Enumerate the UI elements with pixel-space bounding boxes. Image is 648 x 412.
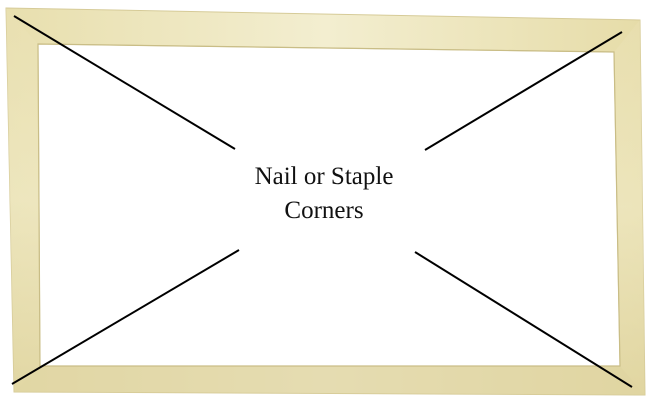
diagonal-line-top-left: [13, 15, 236, 150]
frame-left-side: [6, 8, 40, 392]
label-line-1: Nail or Staple: [254, 163, 394, 190]
frame-bottom-side: [14, 366, 645, 395]
center-label: Nail or Staple Corners: [214, 160, 434, 228]
label-line-2: Corners: [284, 197, 364, 224]
diagonal-line-bottom-left: [11, 249, 240, 385]
frame-inner-edge: [37, 43, 621, 367]
diagonal-line-bottom-right: [414, 251, 633, 388]
frame-right-side: [614, 20, 645, 395]
diagonal-line-top-right: [424, 31, 623, 151]
